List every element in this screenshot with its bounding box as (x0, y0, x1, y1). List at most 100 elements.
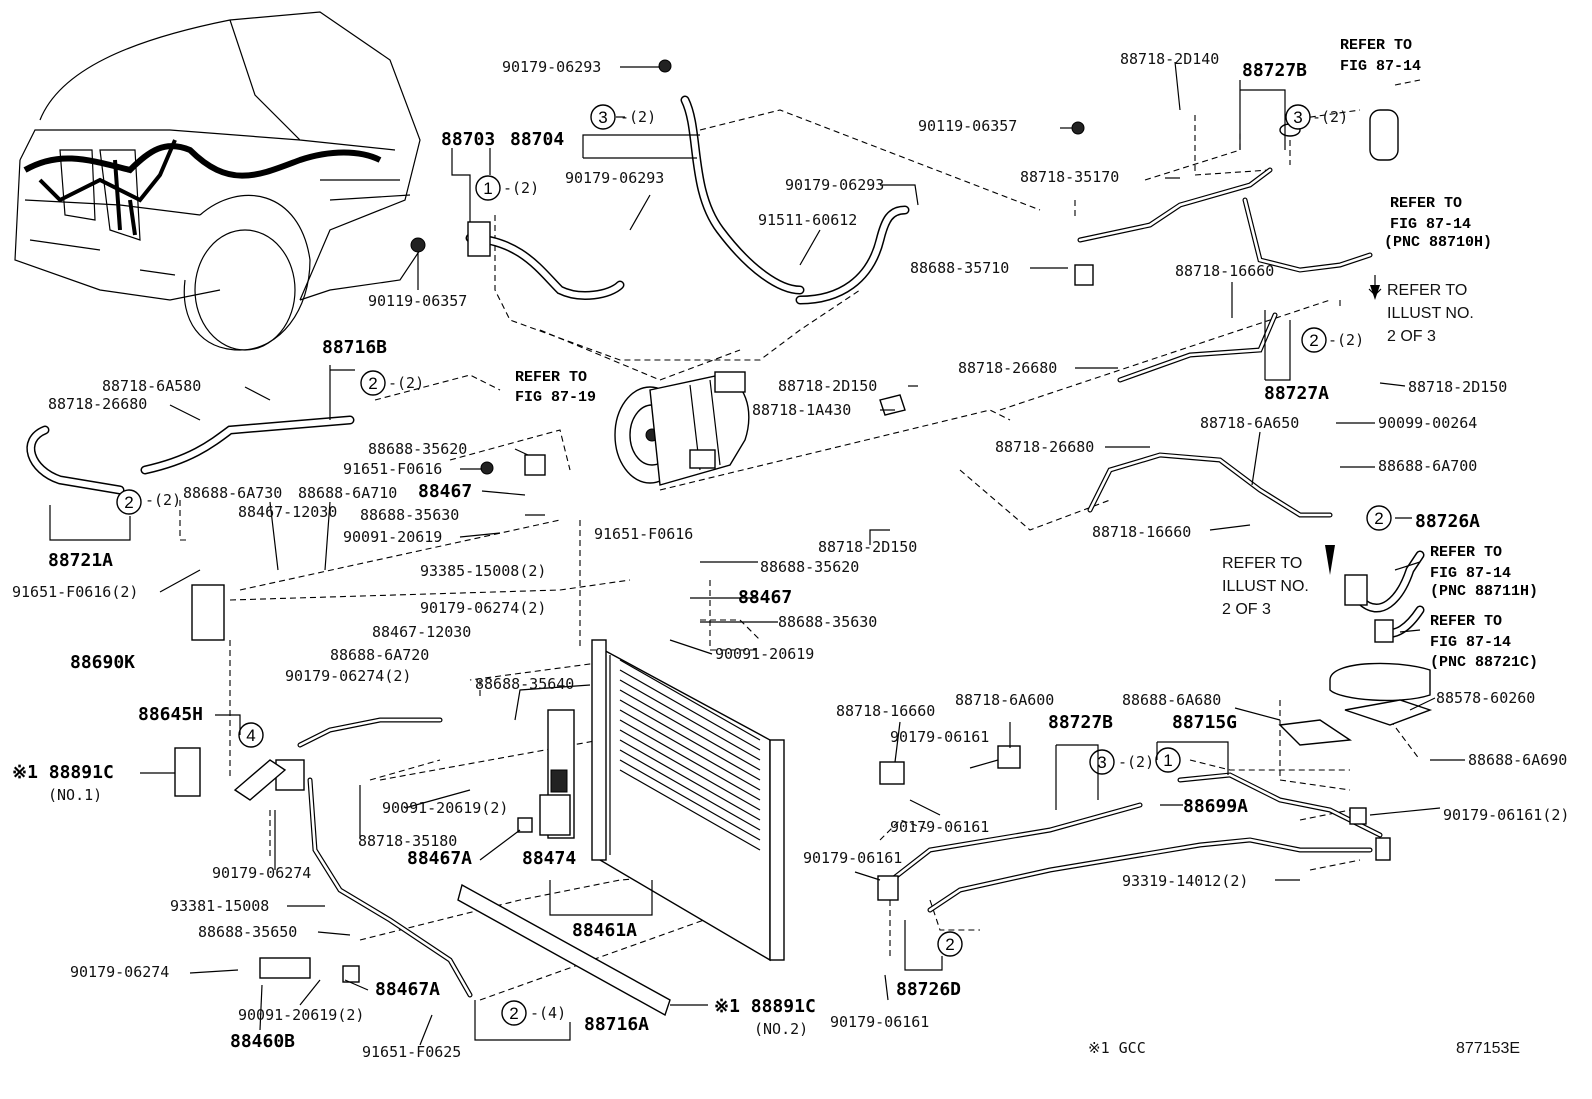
ref-6-line-b: FIG 87-14 (1430, 634, 1511, 651)
ref-4-arrow (1325, 545, 1335, 575)
ref-3-line-a: REFER TO (1387, 282, 1467, 299)
label-90119-06357-r: 90119-06357 (918, 117, 1017, 135)
svg-text:2: 2 (1309, 331, 1318, 350)
label-88718-6A650: 88718-6A650 (1200, 414, 1299, 432)
qty-c2-l2: -(2) (145, 491, 181, 509)
svg-text:2: 2 (368, 374, 377, 393)
circle-3-tr: 3 (1285, 104, 1311, 130)
ref-5-line-b: FIG 87-14 (1430, 565, 1511, 582)
label-90179-06161-b: 90179-06161 (890, 818, 989, 836)
label-90179-06293-r: 90179-06293 (785, 176, 884, 194)
circle-3-top: 3 (590, 104, 616, 130)
label-93319-14012: 93319-14012(2) (1122, 872, 1248, 890)
label-88718-16660-m: 88718-16660 (1092, 523, 1191, 541)
label-88716A: 88716A (584, 1014, 649, 1035)
ref-5-line-a: REFER TO (1430, 544, 1502, 561)
label-90179-06161-2: 90179-06161(2) (1443, 806, 1569, 824)
label-88645H: 88645H (138, 704, 203, 725)
ref-2-line-a: REFER TO (1390, 195, 1462, 212)
condenser (591, 639, 785, 962)
label-88718-2D140: 88718-2D140 (1120, 50, 1219, 68)
ref-5-line-c: (PNC 88711H) (1430, 583, 1538, 600)
circle-2-l2: 2 (116, 489, 142, 515)
ac-compressor (614, 371, 750, 486)
label-88718-6A600: 88718-6A600 (955, 691, 1054, 709)
label-88467A-b: 88467A (375, 979, 440, 1000)
label-91511-60612: 91511-60612 (758, 211, 857, 229)
label-91651-F0625: 91651-F0625 (362, 1043, 461, 1061)
label-88891C-2: ※1 88891C (714, 996, 816, 1017)
label-90091-20619-b: 90091-20619 (715, 645, 814, 663)
qty-c3-tr: -(2) (1312, 108, 1348, 126)
label-88727B-b: 88727B (1048, 712, 1113, 733)
label-88688-35630-a: 88688-35630 (360, 506, 459, 524)
svg-text:2: 2 (509, 1004, 518, 1023)
circle-1-b: 1 (1155, 747, 1181, 773)
label-88688-35650: 88688-35650 (198, 923, 297, 941)
circle-2-tr: 2 (1301, 327, 1327, 353)
label-88704: 88704 (510, 129, 564, 150)
label-88726A: 88726A (1415, 511, 1480, 532)
label-88467-a: 88467 (418, 481, 472, 502)
ref-2-line-c: (PNC 88710H) (1384, 234, 1492, 251)
circle-2-bl: 2 (501, 1000, 527, 1026)
label-88467-b: 88467 (738, 587, 792, 608)
ref-4-line-c: 2 OF 3 (1222, 601, 1271, 618)
label-90179-06274-2b: 90179-06274(2) (285, 667, 411, 685)
label-90179-06161-d: 90179-06161 (830, 1013, 929, 1031)
circle-3-b: 3 (1089, 749, 1115, 775)
ref-6-line-a: REFER TO (1430, 613, 1502, 630)
label-88467-12030-b: 88467-12030 (372, 623, 471, 641)
label-88688-35630-b: 88688-35630 (778, 613, 877, 631)
qty-c2-b: -(4) (530, 1004, 566, 1022)
receiver-88474 (539, 709, 575, 839)
misc-parts (174, 59, 1433, 983)
ref-compressor-line-a: REFER TO (515, 369, 587, 386)
label-91651-F0616-b: 91651-F0616 (594, 525, 693, 543)
svg-text:3: 3 (598, 108, 607, 127)
label-88891C-1: ※1 88891C (12, 762, 114, 783)
label-88460B: 88460B (230, 1031, 295, 1052)
label-88716B: 88716B (322, 337, 387, 358)
label-88690K: 88690K (70, 652, 135, 673)
label-88688-6A680: 88688-6A680 (1122, 691, 1221, 709)
label-88718-26680-l: 88718-26680 (48, 395, 147, 413)
label-90119-06357-l: 90119-06357 (368, 292, 467, 310)
svg-text:1: 1 (483, 179, 492, 198)
label-88891C-2-no: (NO.2) (754, 1020, 808, 1038)
label-88688-35710: 88688-35710 (910, 259, 1009, 277)
label-88474: 88474 (522, 848, 576, 869)
label-88718-26680-m: 88718-26680 (995, 438, 1094, 456)
qty-c2-tr: -(2) (1328, 331, 1364, 349)
label-88718-26680-tr: 88718-26680 (958, 359, 1057, 377)
label-88718-2D150-m: 88718-2D150 (818, 538, 917, 556)
circle-2-l1: 2 (360, 370, 386, 396)
label-90091-20619-2d: 90091-20619(2) (238, 1006, 364, 1024)
label-88699A: 88699A (1183, 796, 1248, 817)
label-88715G: 88715G (1172, 712, 1237, 733)
label-88718-35180: 88718-35180 (358, 832, 457, 850)
ref-6-line-c: (PNC 88721C) (1430, 654, 1538, 671)
label-88688-35620-b: 88688-35620 (760, 558, 859, 576)
ref-compressor-line-b: FIG 87-19 (515, 389, 596, 406)
label-90179-06293-mid: 90179-06293 (565, 169, 664, 187)
label-88688-35640: 88688-35640 (475, 675, 574, 693)
svg-text:2: 2 (124, 493, 133, 512)
label-88718-2D150-r: 88718-2D150 (1408, 378, 1507, 396)
label-90091-20619-a: 90091-20619 (343, 528, 442, 546)
svg-text:3: 3 (1097, 753, 1106, 772)
circle-1-top: 1 (475, 175, 501, 201)
label-90179-06274-a: 90179-06274 (212, 864, 311, 882)
label-88727B-top: 88727B (1242, 60, 1307, 81)
label-88688-6A690: 88688-6A690 (1468, 751, 1567, 769)
dashed-reference-lines (179, 79, 1421, 1001)
ref-4-line-b: ILLUST NO. (1222, 578, 1309, 595)
label-93385-15008: 93385-15008(2) (420, 562, 546, 580)
label-88467-12030-a: 88467-12030 (238, 503, 337, 521)
ref-1-line-a: REFER TO (1340, 37, 1412, 54)
label-88891C-1-no: (NO.1) (48, 786, 102, 804)
label-93381-15008: 93381-15008 (170, 897, 269, 915)
label-90091-20619-2: 90091-20619(2) (382, 799, 508, 817)
label-88718-6A580: 88718-6A580 (102, 377, 201, 395)
ref-2-line-b: FIG 87-14 (1390, 216, 1471, 233)
